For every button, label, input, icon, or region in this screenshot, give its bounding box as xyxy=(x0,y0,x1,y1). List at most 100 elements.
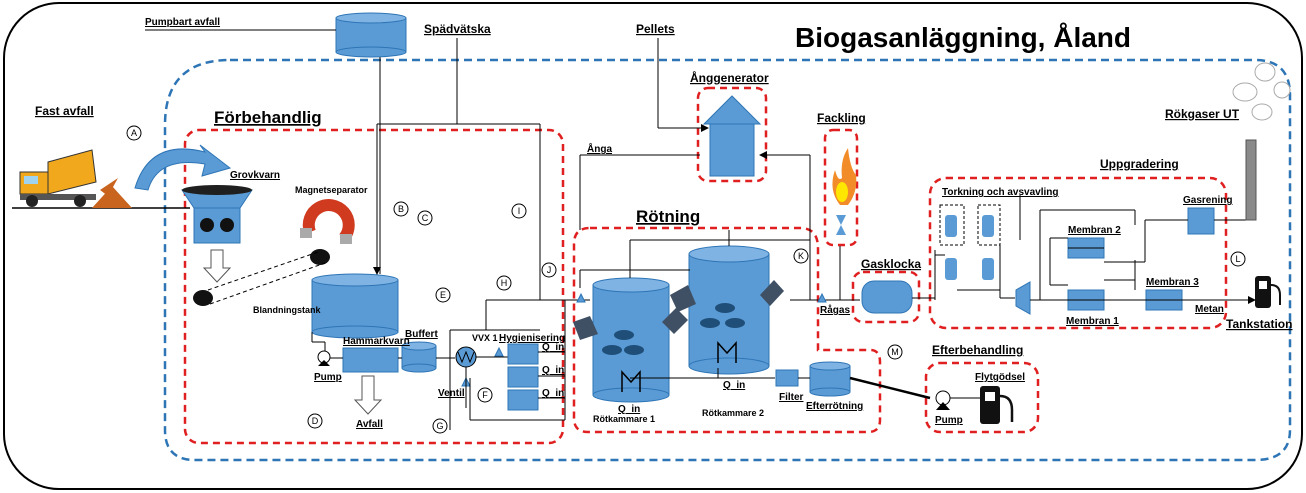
torkning-vessels xyxy=(945,215,994,280)
gasrening xyxy=(1187,207,1215,235)
uppgradering-box xyxy=(928,176,1228,330)
label-metan: Metan xyxy=(1195,304,1224,315)
label-vvx1: VVX 1 xyxy=(472,333,498,343)
efterrotning-tank xyxy=(809,361,851,397)
filter xyxy=(775,369,799,387)
label-q-in: Q_in xyxy=(542,342,564,353)
grovkvarn xyxy=(181,185,253,244)
label-tankstation: Tankstation xyxy=(1226,317,1292,331)
forbehandling-box xyxy=(183,128,565,445)
section-fackling: Fackling xyxy=(817,111,866,125)
svg-text:G: G xyxy=(436,421,443,431)
label-avfall: Avfall xyxy=(356,419,383,430)
label-pumpbart-avfall: Pumpbart avfall xyxy=(145,17,220,28)
label-rotkammare2: Rötkammare 2 xyxy=(702,408,764,418)
metal-ball xyxy=(193,290,213,306)
page-title: Biogasanläggning, Åland xyxy=(795,22,1131,53)
markers: A B C D E F G H I J K L M xyxy=(126,125,1246,434)
section-efterbehandling: Efterbehandling xyxy=(932,343,1023,357)
marker-f: F xyxy=(477,387,493,403)
down-arrow-icon xyxy=(202,249,232,283)
valve-icon xyxy=(576,292,586,303)
rotkammare2 xyxy=(670,245,784,375)
efterbehandling-box xyxy=(924,361,1040,434)
valve-icon xyxy=(494,346,504,357)
pump-icon xyxy=(935,390,951,410)
marker-i: I xyxy=(511,203,527,219)
label-membran1: Membran 1 xyxy=(1066,316,1119,327)
svg-text:I: I xyxy=(518,206,521,216)
anggenerator-box xyxy=(696,86,768,183)
svg-text:M: M xyxy=(891,347,899,357)
membran2 xyxy=(1067,237,1105,259)
label-efterrotning: Efterrötning xyxy=(806,401,863,412)
label-rotkammare1: Rötkammare 1 xyxy=(593,414,655,424)
hygienisering-tanks xyxy=(507,343,539,411)
marker-e: E xyxy=(435,287,451,303)
anggenerator xyxy=(702,95,762,177)
label-buffert: Buffert xyxy=(405,329,438,340)
svg-text:J: J xyxy=(547,265,552,275)
fuel-pump-icon xyxy=(1255,276,1281,308)
label-anga: Ånga xyxy=(587,142,612,155)
valve-icon xyxy=(836,215,846,225)
marker-l: L xyxy=(1230,251,1246,267)
label-rokgaser-ut: Rökgaser UT xyxy=(1165,107,1240,121)
svg-text:E: E xyxy=(440,290,446,300)
magnet-icon xyxy=(300,199,355,244)
svg-text:L: L xyxy=(1235,254,1240,264)
label-pump: Pump xyxy=(314,372,342,383)
svg-text:F: F xyxy=(482,390,488,400)
outer-border xyxy=(3,2,1303,490)
gasklocka-tank xyxy=(861,280,913,314)
label-q-in: Q_in xyxy=(723,380,745,391)
feed-arrow xyxy=(134,144,232,191)
hammarkvarn xyxy=(342,347,399,373)
label-q-in: Q_in xyxy=(542,388,564,399)
section-uppgradering: Uppgradering xyxy=(1100,157,1179,171)
marker-m: M xyxy=(887,344,903,360)
pump-icon xyxy=(317,350,331,366)
label-pellets: Pellets xyxy=(636,22,675,36)
smoke-icon xyxy=(1232,62,1291,121)
blandningstank xyxy=(311,273,399,339)
membran1 xyxy=(1067,289,1105,311)
label-magnetseparator: Magnetseparator xyxy=(295,185,368,195)
marker-g: G xyxy=(432,418,448,434)
chimney xyxy=(1245,139,1257,221)
vvx1-heat-exchanger xyxy=(455,346,477,368)
pumpbart-tank xyxy=(335,12,407,58)
label-grovkvarn: Grovkvarn xyxy=(230,170,280,181)
compressor-icon xyxy=(1015,281,1031,315)
svg-text:H: H xyxy=(501,278,508,288)
flame-icon xyxy=(832,148,857,205)
fackling-box xyxy=(823,128,859,247)
membran3 xyxy=(1145,289,1183,311)
truck-icon xyxy=(19,149,132,208)
buffert-tank xyxy=(401,341,437,373)
plant-boundary xyxy=(163,58,1292,462)
label-membran2: Membran 2 xyxy=(1068,225,1121,236)
marker-d: D xyxy=(307,413,323,429)
metal-ball xyxy=(310,249,330,265)
label-ragas: Rågas xyxy=(820,304,850,316)
marker-h: H xyxy=(496,275,512,291)
label-flytgodsel: Flytgödsel xyxy=(975,372,1025,383)
svg-text:D: D xyxy=(312,416,319,426)
label-torkning: Torkning och avsvavling xyxy=(942,187,1059,198)
label-q-in: Q_in xyxy=(542,365,564,376)
section-anggenerator: Ånggenerator xyxy=(690,70,769,85)
fuel-pump-icon xyxy=(980,386,1014,424)
label-hygienisering: Hygienisering xyxy=(499,333,565,344)
label-blandningstank: Blandningstank xyxy=(253,305,321,315)
label-gasrening: Gasrening xyxy=(1183,195,1232,206)
label-filter: Filter xyxy=(779,392,804,403)
svg-text:C: C xyxy=(422,213,429,223)
svg-text:B: B xyxy=(398,204,404,214)
label-q-in: Q_in xyxy=(618,404,640,415)
marker-c: C xyxy=(417,210,433,226)
marker-k: K xyxy=(793,248,809,264)
valve-icon xyxy=(817,292,827,303)
label-membran3: Membran 3 xyxy=(1146,277,1199,288)
marker-j: J xyxy=(541,262,557,278)
